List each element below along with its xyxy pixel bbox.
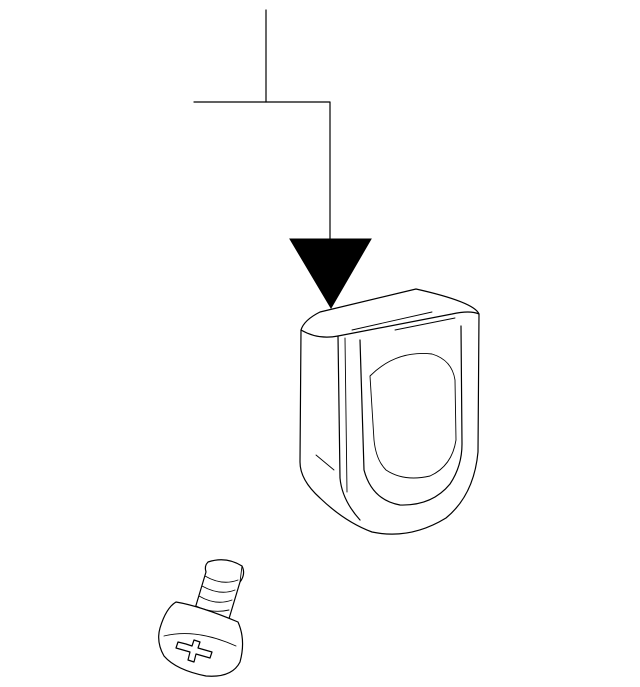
direction-arrow-icon	[289, 238, 372, 309]
phillips-screw-icon	[158, 559, 245, 677]
callout-leader	[193, 9, 331, 241]
cover-cap	[299, 288, 480, 535]
